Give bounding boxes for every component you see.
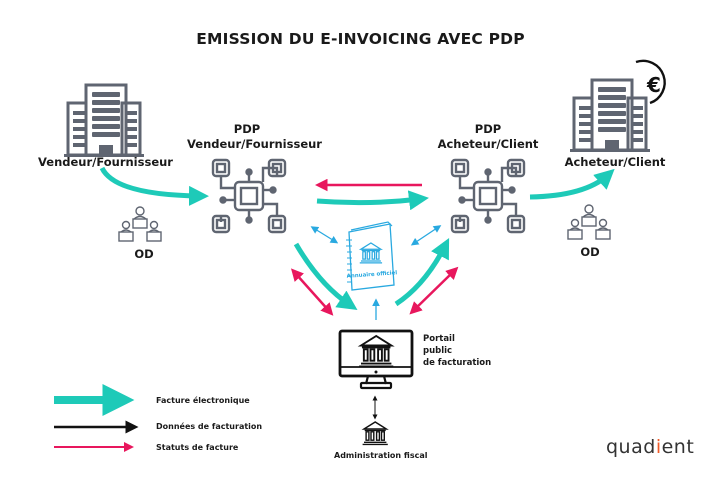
portal-label-line1: Portail: [423, 334, 455, 344]
seller-od-label: OD: [134, 247, 154, 261]
logo-text-right: ent: [661, 436, 695, 458]
buyer-label: Acheteur/Client: [564, 155, 666, 169]
portal-label-line3: de facturation: [423, 358, 492, 368]
pdp-buyer-label-line2: Acheteur/Client: [437, 137, 539, 151]
tax-admin-label: Administration fiscal: [334, 451, 428, 460]
buyer-building-icon: [568, 78, 652, 154]
svg-text:€: €: [646, 73, 661, 97]
seller-building-icon: [62, 83, 146, 159]
buyer-od-label: OD: [580, 245, 600, 259]
svg-text:Annuaire officiel: Annuaire officiel: [346, 270, 397, 280]
legend-label-status: Statuts de facture: [156, 443, 239, 452]
logo-text-left: quad: [606, 436, 656, 458]
quadient-logo: quadient: [606, 436, 694, 458]
legend-label-invoice: Facture électronique: [156, 396, 250, 405]
portal-label-line2: public: [423, 346, 453, 356]
pdp-seller-label-line1: PDP: [233, 122, 261, 136]
logo-mark: i: [655, 436, 662, 458]
tax-admin-bank-icon: [361, 421, 389, 446]
pdp-buyer-circuit-icon: [450, 158, 526, 234]
pdp-seller-circuit-icon: [211, 158, 287, 234]
portal-monitor-icon: [338, 329, 414, 390]
pdp-seller-label-line2: Vendeur/Fournisseur: [187, 137, 322, 151]
pdp-buyer-label-line1: PDP: [474, 122, 502, 136]
diagram-title: EMISSION DU E-INVOICING AVEC PDP: [196, 30, 525, 48]
directory-notebook-icon: Annuaire officiel: [346, 221, 398, 291]
seller-label: Vendeur/Fournisseur: [38, 155, 173, 169]
legend-label-data: Données de facturation: [156, 422, 263, 431]
